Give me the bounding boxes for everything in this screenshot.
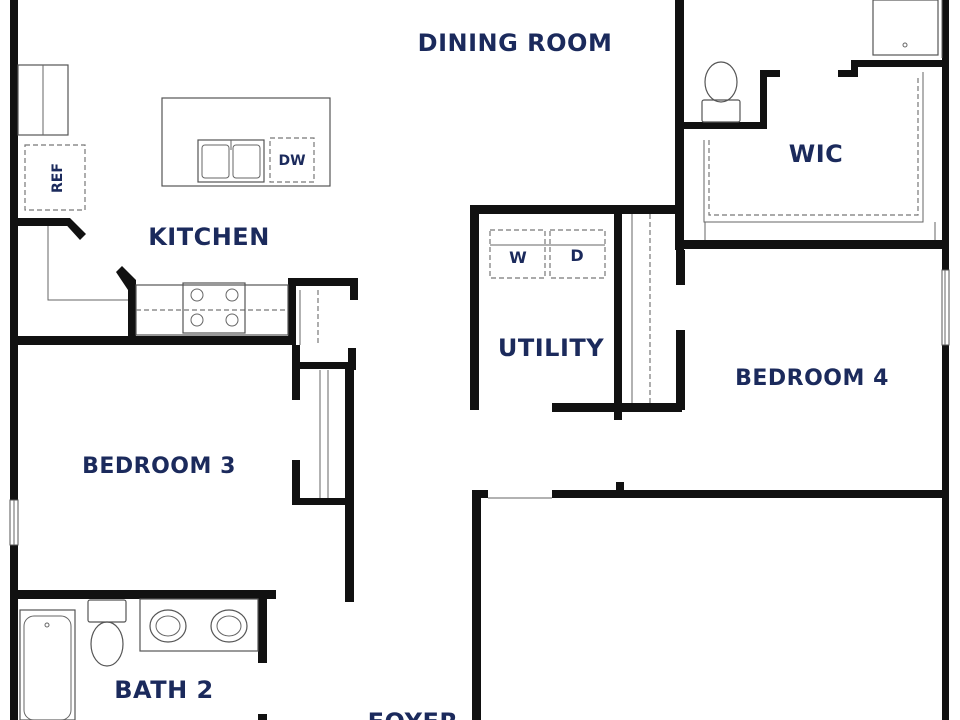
- wall-bed4-door-stub: [616, 482, 624, 492]
- wall-bath-stub: [760, 70, 780, 77]
- wall-bed3-closet-left-bottom: [292, 460, 300, 505]
- dryer-label: D: [570, 246, 583, 265]
- windows: [9, 269, 950, 546]
- wic-shelf: [708, 78, 919, 216]
- wall-bed3-closet-bottom: [292, 498, 352, 505]
- fixtures: [17, 0, 943, 720]
- wall-outer-right-upper: [942, 0, 949, 270]
- room-label-bedroom-3: BEDROOM 3: [82, 454, 236, 479]
- wall-utility-left: [470, 205, 479, 410]
- wall-ref-stub: [18, 218, 68, 226]
- wall-bed4-stub-mid: [676, 330, 685, 410]
- wall-bed4-bottom: [552, 490, 942, 498]
- dryer: [549, 229, 606, 279]
- room-label-utility: UTILITY: [498, 334, 604, 362]
- wall-hall-left: [345, 362, 354, 602]
- wall-outer-left: [10, 0, 18, 500]
- wall-closet-right-mid: [348, 348, 356, 370]
- wall-bed3-closet-top: [292, 362, 350, 369]
- toilet-bath2: [90, 621, 124, 667]
- shower-master: [872, 0, 939, 56]
- wall-dining-right: [675, 0, 684, 205]
- room-label-bath-2: BATH 2: [114, 676, 214, 704]
- wall-wic-bottom: [684, 240, 949, 249]
- bathtub: [19, 609, 76, 720]
- wall-bath2-right: [258, 590, 267, 663]
- wall-ref-angle: [60, 218, 86, 240]
- room-label-foyer: FOYER: [368, 708, 459, 720]
- wall-utility-top: [470, 205, 622, 214]
- wall-closet-right-top: [350, 278, 358, 300]
- wall-utility-top-right: [614, 205, 676, 214]
- wall-wic-top: [851, 60, 942, 67]
- wall-utility-right: [614, 205, 622, 420]
- walls: [10, 0, 949, 720]
- wall-pantry-angle: [116, 266, 136, 290]
- wall-closet-top: [288, 278, 358, 286]
- wall-wic-stub-a: [838, 70, 858, 77]
- wall-wic-stub-b: [851, 60, 858, 77]
- dishwasher-label: DW: [278, 153, 305, 169]
- wall-outer-left-lower: [10, 545, 18, 720]
- toilet-master: [704, 61, 738, 103]
- room-label-dining: DINING ROOM: [418, 29, 613, 57]
- dishwasher: [269, 137, 315, 183]
- wall-bath-right: [760, 70, 767, 129]
- vanity-bath2: [139, 598, 259, 652]
- wall-bed4-stub-top: [676, 250, 685, 285]
- wall-dining-right-2: [675, 200, 684, 250]
- washer: [489, 229, 546, 279]
- wall-kitchen-bed3: [18, 336, 293, 345]
- refrigerator-label: REF: [50, 163, 66, 193]
- room-label-wic: WIC: [789, 140, 844, 168]
- kitchen-range: [182, 282, 246, 334]
- room-label-kitchen: KITCHEN: [148, 223, 270, 251]
- wall-bath2-right-bottom: [258, 714, 267, 720]
- wall-bed3-bath2: [18, 590, 276, 599]
- room-label-bedroom-4: BEDROOM 4: [735, 366, 889, 391]
- wall-pantry-right: [128, 285, 136, 340]
- wall-bath-bottom: [684, 122, 766, 129]
- washer-label: W: [509, 248, 527, 267]
- wall-bed3-closet-left-top: [292, 345, 300, 400]
- pantry-outline: [47, 226, 128, 301]
- kitchen-island: [161, 97, 331, 187]
- wall-outer-right-lower: [942, 345, 949, 720]
- refrigerator: [24, 144, 86, 211]
- wall-garage-left: [472, 490, 481, 720]
- wall-closet-left: [288, 278, 296, 345]
